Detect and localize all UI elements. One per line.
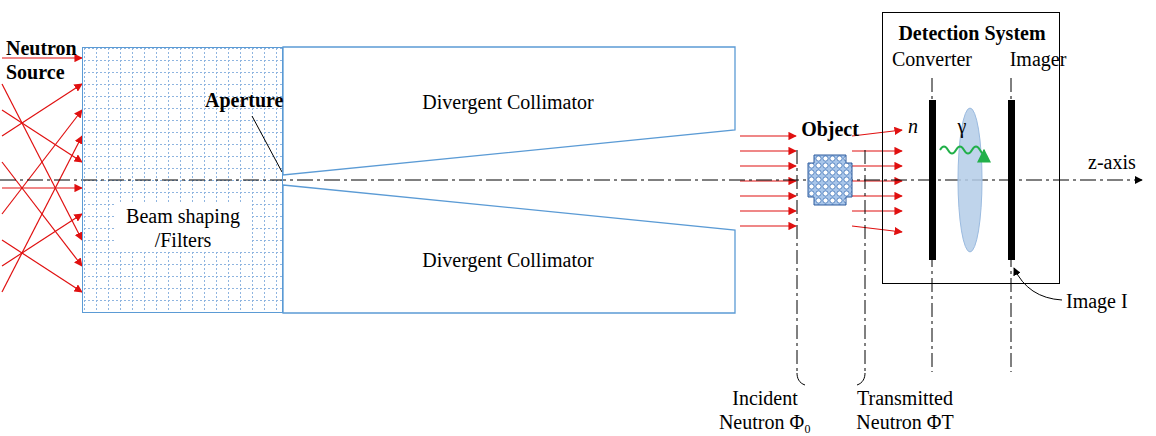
- neutron-symbol: n: [908, 114, 918, 138]
- image-leader: [1014, 268, 1062, 300]
- transmitted-plane: [865, 150, 866, 372]
- neutron-ray: [2, 214, 82, 266]
- neutron-ray: [740, 210, 796, 211]
- neutron-ray: [852, 210, 902, 211]
- node-label: Divergent Collimator: [422, 90, 593, 114]
- incident-plane: [797, 150, 798, 372]
- source-label: Neutron Source: [6, 36, 91, 84]
- neutron-ray: [852, 165, 902, 166]
- converter-plate: [929, 100, 936, 260]
- transmitted-label: Transmitted Neutron ΦT: [849, 386, 961, 434]
- incident-label: Incident Neutron Φ₀: [709, 386, 821, 434]
- neutron-ray: [852, 195, 902, 196]
- neutron-ray: [2, 240, 82, 292]
- axis-label: z-axis: [1088, 150, 1136, 174]
- object-outline: [808, 155, 852, 205]
- node-label: Object: [801, 117, 859, 141]
- neutron-ray: [740, 135, 796, 136]
- neutron-ray: [2, 84, 82, 240]
- neutron-ray: [2, 136, 82, 292]
- node-label: Beam shaping /Filters: [115, 204, 251, 252]
- neutron-ray: [852, 226, 902, 232]
- collimator-outline: [283, 47, 735, 175]
- neutron-ray: [2, 84, 82, 136]
- collimator-outline: [283, 47, 735, 175]
- neutron-ray: [740, 165, 796, 166]
- neutron-rays: [2, 58, 902, 292]
- neutron-ray: [2, 187, 82, 188]
- collimator-outline: [283, 185, 735, 313]
- neutron-ray: [852, 130, 902, 136]
- aperture-leader: [252, 116, 282, 172]
- aperture-label: Aperture: [205, 88, 284, 112]
- gamma-wave: [940, 147, 984, 154]
- neutron-ray: [740, 225, 796, 226]
- collimator-shape: Divergent Collimator: [283, 185, 735, 313]
- filter-box: Beam shaping /Filters: [82, 47, 283, 313]
- object-outline: [808, 155, 852, 205]
- imager-label: Imager: [1010, 47, 1067, 71]
- imager-plate: [1008, 100, 1015, 260]
- neutron-ray: [740, 150, 796, 151]
- neutron-ray: [2, 110, 82, 162]
- gamma-symbol: γ: [958, 114, 967, 138]
- neutron-ray: [852, 150, 902, 151]
- collimator-shape: Divergent Collimator: [283, 47, 735, 175]
- neutron-ray: [2, 110, 82, 214]
- node-label: Detection System: [898, 21, 1045, 45]
- lens: [958, 108, 982, 252]
- detection-box: Detection System: [882, 12, 1060, 284]
- object-sample: Object: [808, 155, 852, 205]
- neutron-ray: [852, 180, 902, 181]
- neutron-ray: [740, 180, 796, 181]
- collimator-outline: [283, 185, 735, 313]
- transmitted-leader: [857, 373, 865, 385]
- neutron-ray: [740, 195, 796, 196]
- node-label: Divergent Collimator: [422, 248, 593, 272]
- neutron-ray: [2, 57, 82, 58]
- converter-label: Converter: [892, 47, 972, 71]
- image-label: Image I: [1066, 289, 1128, 313]
- incident-leader: [797, 373, 805, 385]
